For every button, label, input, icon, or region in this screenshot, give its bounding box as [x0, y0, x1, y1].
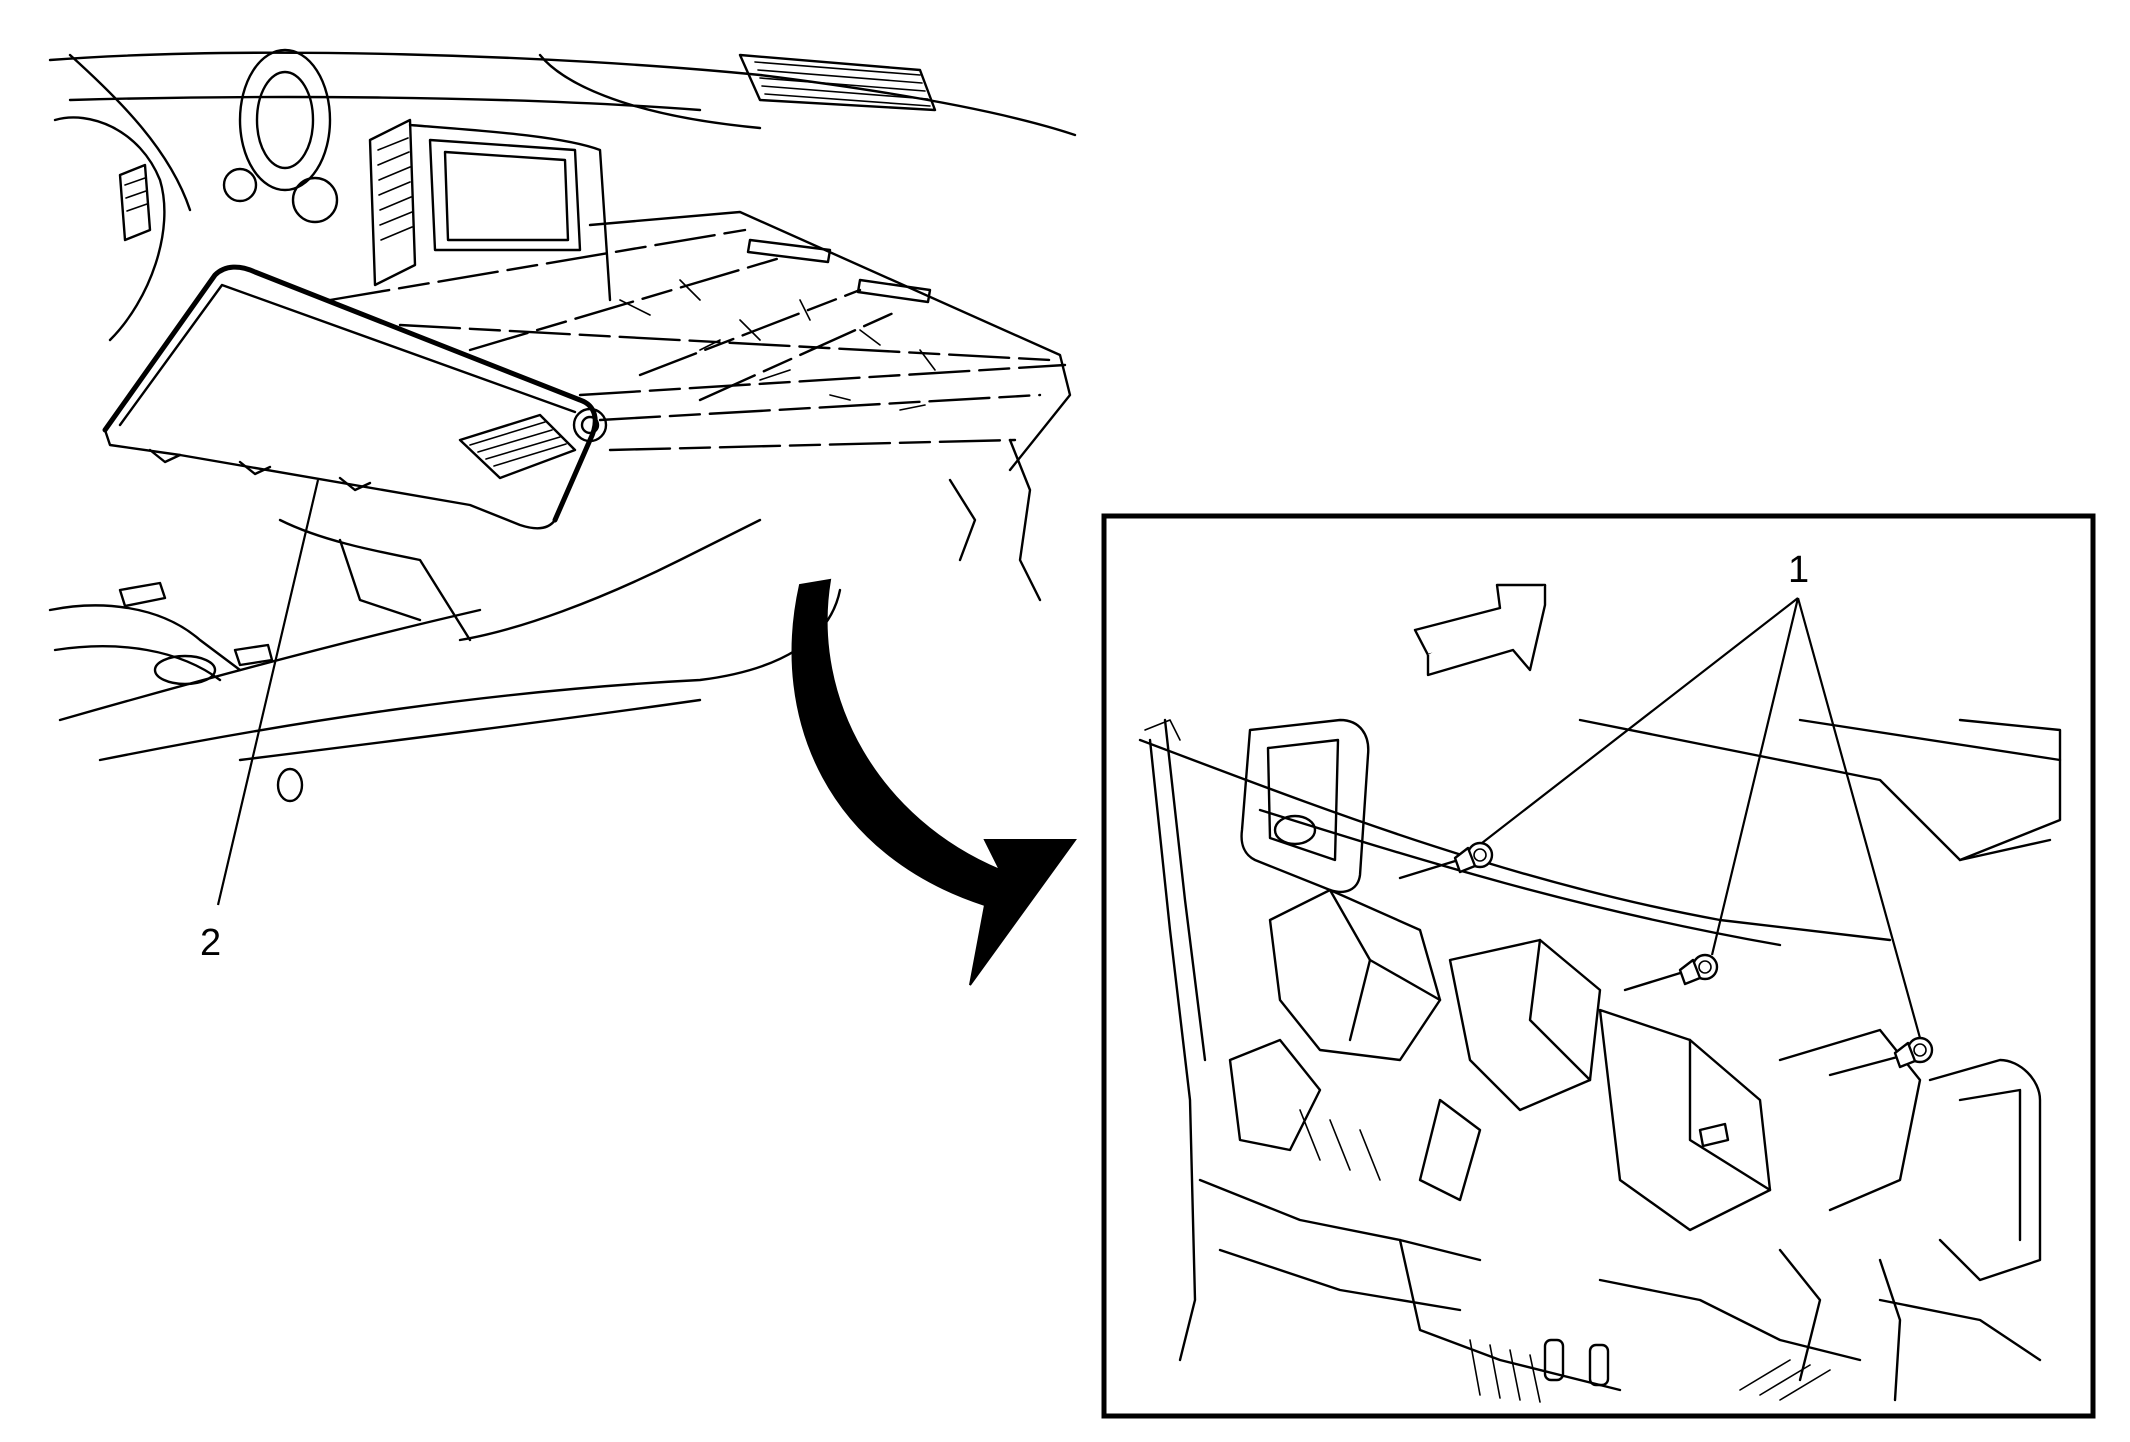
detail-view: 1 [1101, 513, 2096, 1419]
fastener-1b [1623, 953, 1719, 992]
steering-column-area [53, 48, 339, 342]
main-view-dashboard: 2 [48, 48, 1077, 986]
detail-frame [1101, 513, 2096, 1419]
leader-line-2 [216, 479, 320, 906]
forward-direction-arrow [1413, 583, 1547, 677]
fastener-1a [1398, 841, 1494, 880]
center-stack [368, 118, 612, 302]
fastener-1c [1828, 1036, 1934, 1077]
defroster-vent [738, 53, 937, 112]
leader-line-1 [1481, 597, 1922, 1039]
callout-1: 1 [1788, 549, 1809, 591]
console-area [48, 518, 842, 803]
side-duct [1240, 718, 1370, 894]
callout-2: 2 [200, 922, 221, 964]
knee-bolster-panel [102, 264, 608, 530]
panel-frame [328, 210, 1072, 602]
detail-transition-arrow [791, 578, 1077, 986]
mounting-bracketry [1198, 888, 2042, 1403]
